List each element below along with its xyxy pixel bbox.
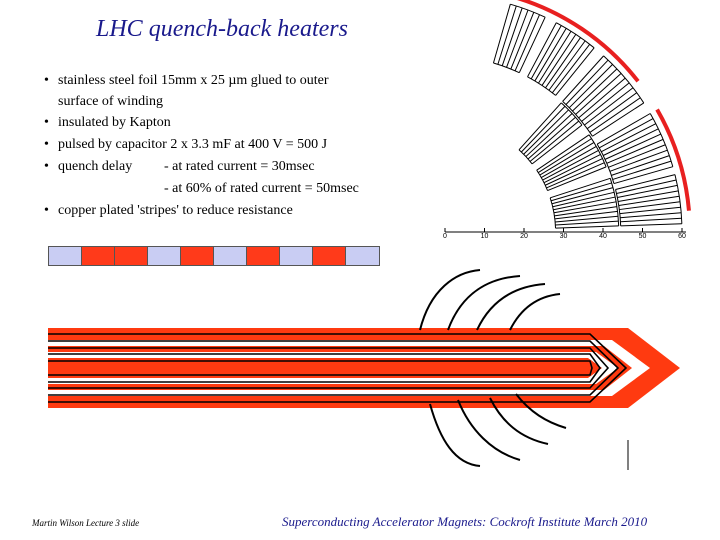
heater-fill-band <box>48 328 680 408</box>
coil-block <box>536 134 607 192</box>
heater-stripe-blue <box>280 247 313 265</box>
footer-course: Superconducting Accelerator Magnets: Coc… <box>282 514 648 529</box>
quench-delay-rated: - at rated current = 30msec <box>164 159 315 174</box>
quench-delay-label: quench delay <box>58 159 133 174</box>
coil-block <box>518 102 583 165</box>
axis-tick-label: 50 <box>639 233 647 240</box>
coil-axis: 0 10 20 30 40 50 60 <box>443 228 686 240</box>
bullet-text-cont: surface of winding <box>58 94 163 109</box>
bullet-item: quench delay - at rated current = 30msec… <box>44 156 424 200</box>
heater-strip <box>655 108 691 211</box>
bullet-item: copper plated 'stripes' to reduce resist… <box>44 200 424 222</box>
heater-stripe-blue <box>214 247 247 265</box>
slide-title: LHC quench-back heaters <box>96 16 348 42</box>
bullet-text: pulsed by capacitor 2 x 3.3 mF at 400 V … <box>58 137 328 152</box>
heater-stripe-blue <box>49 247 82 265</box>
axis-tick-label: 10 <box>481 233 489 240</box>
bullet-item: insulated by Kapton <box>44 112 424 134</box>
coil-block <box>492 3 546 74</box>
axis-tick-label: 30 <box>560 233 568 240</box>
footer-author: Martin Wilson Lecture 3 slide <box>32 518 140 528</box>
heater-stripes-strip <box>48 246 380 266</box>
coil-block <box>527 22 595 96</box>
coil-block <box>596 113 674 185</box>
quench-delay-60pct: - at 60% of rated current = 50msec <box>164 181 359 196</box>
heater-stripe-blue <box>346 247 379 265</box>
coil-block <box>562 55 645 137</box>
bullet-list: stainless steel foil 15mm x 25 µm glued … <box>44 70 424 222</box>
bullet-item: stainless steel foil 15mm x 25 µm glued … <box>44 70 424 112</box>
heater-stripe-blue <box>148 247 181 265</box>
heater-stripe-red <box>82 247 115 265</box>
heater-stripe-red <box>247 247 280 265</box>
conductor-lines <box>48 333 628 403</box>
coil-block <box>549 177 620 229</box>
bullet-text: stainless steel foil 15mm x 25 µm glued … <box>58 73 329 88</box>
coil-block <box>615 174 683 227</box>
heater-stripe-red <box>115 247 148 265</box>
heater-strip <box>516 0 640 83</box>
axis-tick-label: 20 <box>520 233 528 240</box>
heater-stripe-red <box>313 247 346 265</box>
turn-curves <box>419 269 567 467</box>
bullet-text: copper plated 'stripes' to reduce resist… <box>58 203 293 218</box>
heater-stripe-red <box>181 247 214 265</box>
axis-tick-label: 60 <box>678 233 686 240</box>
bullet-text: insulated by Kapton <box>58 115 171 130</box>
axis-tick-label: 0 <box>443 233 447 240</box>
axis-tick-label: 40 <box>599 233 607 240</box>
bullet-item: pulsed by capacitor 2 x 3.3 mF at 400 V … <box>44 134 424 156</box>
